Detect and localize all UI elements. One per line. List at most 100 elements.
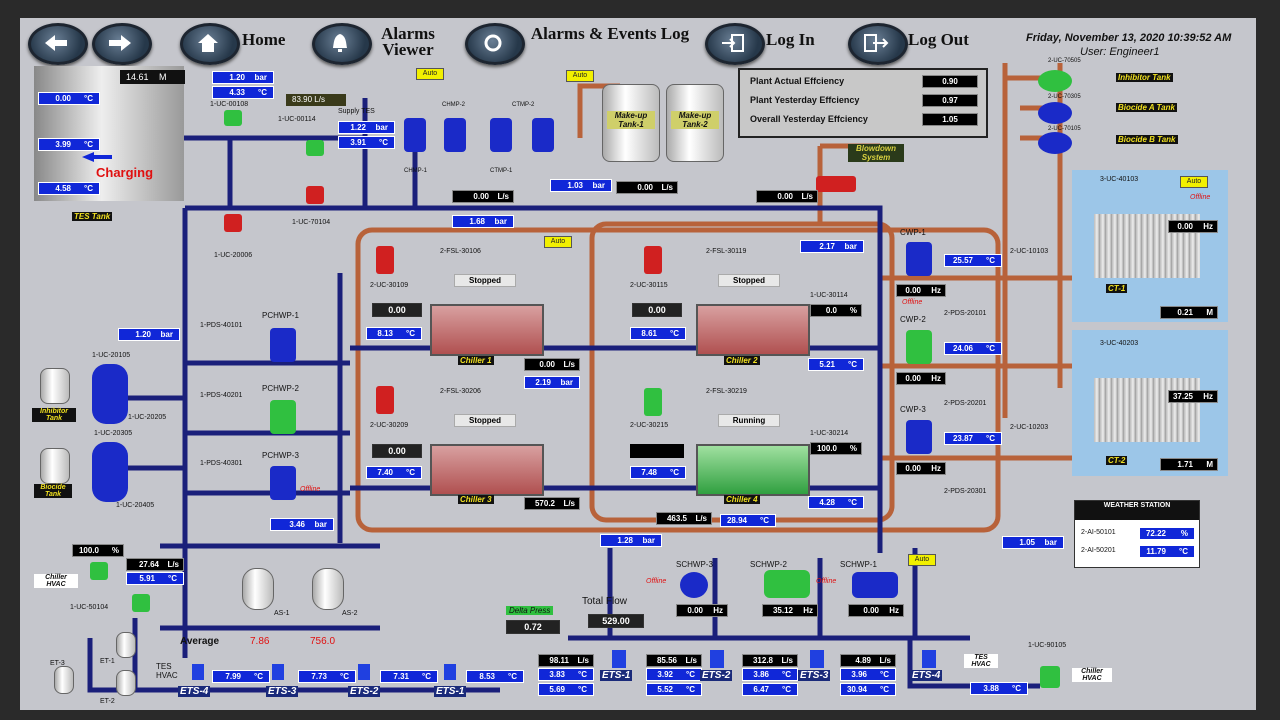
valve-icon[interactable] [224, 214, 242, 232]
pump-icon[interactable] [532, 118, 554, 152]
up-arrow-icon [272, 664, 284, 680]
ets-temp: 7.73°C [298, 670, 356, 683]
pump-icon[interactable] [764, 570, 810, 598]
pump-icon[interactable] [906, 420, 932, 454]
pump-icon[interactable] [906, 242, 932, 276]
valve-icon[interactable] [644, 388, 662, 416]
chiller-icon[interactable] [696, 304, 810, 356]
auto-badge[interactable]: Auto [1180, 176, 1208, 188]
supply-tes-label: Supply TES [338, 108, 375, 115]
chiller-label: Chiller 4 [724, 495, 760, 504]
pchwp-label: PCHWP-3 [262, 451, 299, 460]
valve-icon[interactable] [376, 246, 394, 274]
alarms-viewer-label[interactable]: Alarms Viewer [381, 24, 435, 59]
pump-icon[interactable] [444, 118, 466, 152]
valve-icon[interactable] [306, 140, 324, 156]
left-tank-label: Biocide Tank [34, 484, 72, 498]
average-label: Average [180, 636, 220, 647]
ets-t2: 30.94°C [840, 683, 896, 696]
efficiency-panel: Plant Actual Effciency 0.90 Plant Yester… [738, 68, 988, 138]
auto-badge[interactable]: Auto [416, 68, 444, 80]
down-arrow-icon [922, 650, 936, 668]
delta-press-value: 0.72 [506, 620, 560, 634]
ets-label[interactable]: ETS-3 [266, 686, 299, 697]
eff-label: Overall Yesterday Effciency [750, 114, 868, 124]
valve-icon[interactable] [644, 246, 662, 274]
chiller-icon[interactable] [696, 444, 810, 496]
et-label: ET-3 [50, 660, 65, 667]
cwp-temp: 25.57°C [944, 254, 1002, 267]
log-in-label[interactable]: Log In [766, 30, 815, 49]
valve-icon[interactable] [132, 594, 150, 612]
valve-icon[interactable] [376, 386, 394, 414]
ets-temp: 8.53°C [466, 670, 524, 683]
forward-button[interactable] [92, 23, 152, 65]
chiller-icon[interactable] [430, 304, 544, 356]
charging-arrow-icon [82, 152, 112, 162]
pump-icon[interactable] [404, 118, 426, 152]
chem-tank-label: Inhibitor Tank [1116, 73, 1173, 82]
cwp-temp: 23.87°C [944, 432, 1002, 445]
pump-icon[interactable] [92, 364, 128, 424]
pump-icon[interactable] [270, 466, 296, 500]
auto-badge[interactable]: Auto [566, 70, 594, 82]
dosing-pump-icon[interactable] [1038, 132, 1072, 154]
valve-icon[interactable] [90, 562, 108, 580]
valve-tag: 2-UC-10203 [1010, 424, 1049, 431]
auto-badge[interactable]: Auto [544, 236, 572, 248]
valve-icon[interactable] [816, 176, 856, 192]
auto-badge[interactable]: Auto [908, 554, 936, 566]
chiller-temp-out: 4.28°C [808, 496, 864, 509]
alarms-events-log-label[interactable]: Alarms & Events Log [530, 24, 690, 43]
alarms-events-log-button[interactable] [465, 23, 525, 65]
pump-icon[interactable] [490, 118, 512, 152]
ets-label[interactable]: ETS-3 [798, 670, 831, 681]
chiller-icon[interactable] [430, 444, 544, 496]
log-out-label[interactable]: Log Out [908, 30, 969, 49]
pump-icon[interactable] [270, 328, 296, 362]
chiller-label: Chiller 3 [458, 495, 494, 504]
ets-label[interactable]: ETS-4 [910, 670, 943, 681]
home-button[interactable] [180, 23, 240, 65]
ets-label[interactable]: ETS-2 [700, 670, 733, 681]
down-arrow-icon [612, 650, 626, 668]
pump-icon[interactable] [92, 442, 128, 502]
tes-hvac-label: TES HVAC [964, 654, 998, 668]
eff-label: Plant Yesterday Effciency [750, 95, 860, 105]
dosing-pump-icon[interactable] [1038, 102, 1072, 124]
valve-icon[interactable] [306, 186, 324, 204]
pump-icon[interactable] [852, 572, 898, 598]
ets-label[interactable]: ETS-1 [600, 670, 633, 681]
offline-label: Offline [902, 299, 923, 306]
dosing-pump-icon[interactable] [1038, 70, 1072, 92]
alarms-viewer-button[interactable] [312, 23, 372, 65]
eff-label: Plant Actual Effciency [750, 76, 845, 86]
chiller-temp: 8.61°C [630, 327, 686, 340]
ets-t1: 3.86°C [742, 668, 798, 681]
chiller-setpoint: 0.00 [372, 444, 422, 458]
log-out-button[interactable] [848, 23, 908, 65]
log-in-button[interactable] [705, 23, 765, 65]
ets-label[interactable]: ETS-2 [348, 686, 381, 697]
home-label[interactable]: Home [242, 30, 286, 49]
down-arrow-icon [810, 650, 824, 668]
tes-temp-1: 0.00°C [38, 92, 100, 105]
ets-label[interactable]: ETS-4 [178, 686, 211, 697]
pump-icon[interactable] [906, 330, 932, 364]
valve-icon[interactable] [224, 110, 242, 126]
pump-icon[interactable] [270, 400, 296, 434]
pump-icon[interactable] [680, 572, 708, 598]
left-tank-label: Inhibitor Tank [32, 408, 76, 422]
schwp-label: SCHWP-1 [840, 560, 877, 569]
back-button[interactable] [28, 23, 88, 65]
valve-icon[interactable] [1040, 666, 1060, 688]
valve-tag: 1-UC-70104 [292, 219, 331, 226]
ets-label[interactable]: ETS-1 [434, 686, 467, 697]
